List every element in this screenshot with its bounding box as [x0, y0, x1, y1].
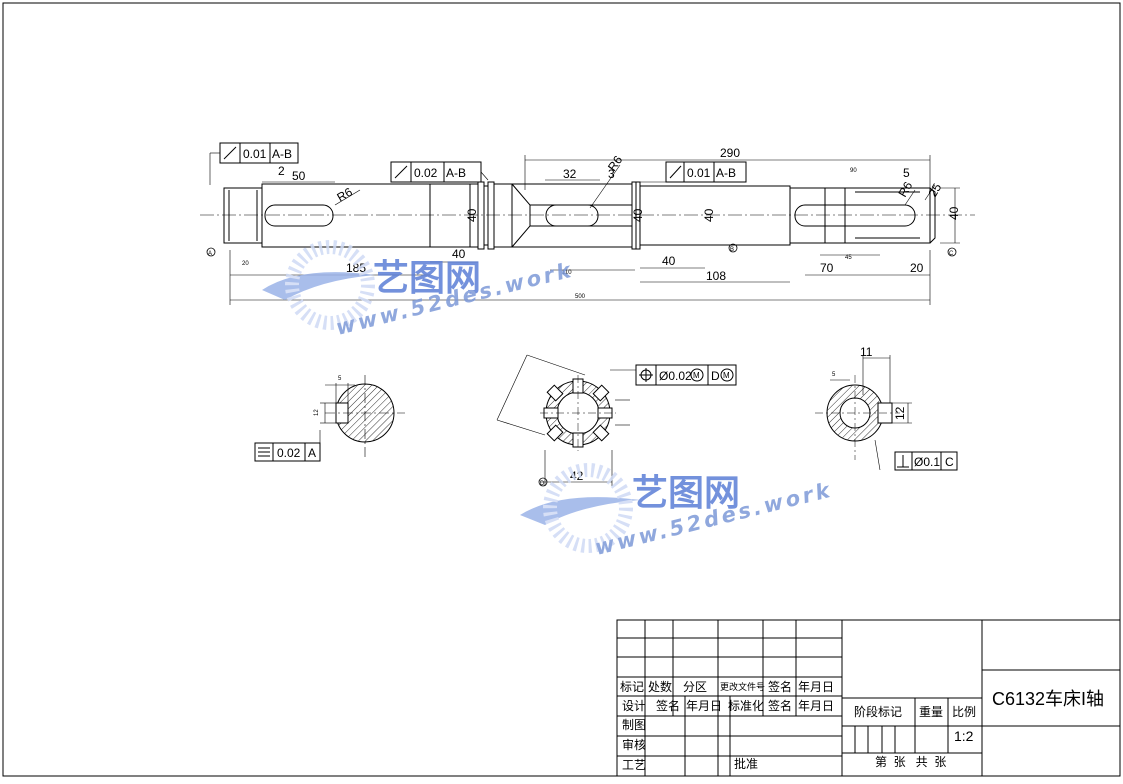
tb-zone: 分区: [683, 680, 707, 694]
tb-count: 处数: [648, 679, 672, 694]
dim-40-right: 40: [947, 206, 961, 220]
tb-check: 审核: [622, 737, 646, 752]
dim-110: 110: [562, 270, 572, 276]
tb-weight: 重量: [919, 705, 943, 719]
dim-290: 290: [720, 146, 740, 160]
fcf-4: 0.02 A: [254, 442, 321, 462]
fcf-2: 0.02 A-B: [390, 161, 489, 183]
tb-date: 年月日: [798, 680, 834, 694]
tb-stage-mark: 阶段标记: [854, 704, 902, 719]
dim-2: 2: [278, 164, 285, 178]
fcf-3-tolerance: 0.01: [687, 166, 711, 180]
sec-right-dim-11: 11: [860, 345, 873, 359]
dim-32: 32: [563, 167, 577, 181]
sec-right-dim-12: 12: [893, 406, 907, 420]
fcf-5-mod1: M: [693, 371, 700, 380]
dim-185: 185: [346, 261, 366, 275]
title-block: [616, 619, 1121, 777]
tb-scale-label: 比例: [952, 705, 976, 719]
sec-right-dim-5: 5: [832, 372, 836, 378]
tb-date-3: 年月日: [798, 699, 834, 713]
watermark-1-logo: 艺图网: [373, 258, 481, 299]
tb-draw: 制图: [622, 718, 646, 732]
fcf-5-datum: D: [711, 369, 720, 383]
section-view-right: [815, 355, 912, 471]
fcf-1-tolerance: 0.01: [243, 147, 267, 161]
dim-3: 3: [608, 167, 615, 181]
fcf-6-datum: C: [945, 455, 954, 469]
tb-change-doc: 更改文件号: [720, 681, 765, 692]
dim-40-mid: 40: [662, 254, 676, 268]
tb-sheet-info: 第 张 共 张: [875, 755, 946, 769]
shaft-main-view: [200, 181, 975, 250]
watermark-1: 艺图网 www.52des.work: [262, 240, 576, 340]
tb-approve: 批准: [734, 756, 758, 771]
fcf-1: 0.01 A-B: [209, 142, 299, 185]
tb-title: C6132车床I轴: [992, 689, 1104, 709]
fcf-3: 0.01 A-B: [665, 161, 747, 183]
tb-date-2: 年月日: [686, 699, 722, 713]
dim-20-small: 20: [242, 261, 249, 267]
dim-40-c: 40: [702, 208, 716, 222]
dim-r6-a: R6: [335, 185, 356, 205]
sec-left-dim-5: 5: [338, 376, 342, 382]
watermark-2: 艺图网 www.52des.work: [520, 463, 835, 560]
dim-40-a: 40: [465, 208, 479, 222]
dim-108: 108: [706, 269, 726, 283]
tb-standard: 标准化: [728, 699, 764, 713]
datum-d-label: D: [540, 481, 545, 487]
fcf-2-datum: A-B: [446, 166, 466, 180]
tb-sign: 签名: [768, 679, 792, 694]
dim-45: 45: [845, 255, 852, 261]
fcf-5: Ø0.02 M D M: [635, 364, 737, 386]
dim-40-d: 40: [452, 247, 466, 261]
fcf-4-tolerance: 0.02: [277, 446, 301, 460]
dim-90: 90: [850, 168, 857, 174]
fcf-6-tolerance: Ø0.1: [914, 455, 940, 469]
dim-20: 20: [910, 261, 924, 275]
main-view-dimension-lines: [229, 155, 960, 305]
dim-5: 5: [903, 166, 910, 180]
fcf-4-datum: A: [308, 446, 316, 460]
watermark-2-logo: 艺图网: [632, 473, 740, 514]
tb-mark: 标记: [620, 680, 644, 694]
dim-25: 25: [925, 181, 944, 200]
sec-left-dim-12: 12: [314, 409, 320, 416]
title-block-text: 标记 处数 分区 更改文件号 签名 年月日 设计 签名 年月日 标准化 签名 年…: [620, 679, 1104, 772]
datum-a-label: A: [208, 251, 212, 257]
fcf-6: Ø0.1 C: [894, 451, 958, 471]
datum-b-label: B: [730, 247, 734, 253]
datum-c-label: C: [949, 251, 954, 257]
tb-scale: 1:2: [954, 728, 974, 744]
fcf-5-tolerance: Ø0.02: [659, 369, 692, 383]
tb-design: 设计: [622, 699, 646, 713]
fcf-2-tolerance: 0.02: [414, 166, 438, 180]
fcf-1-datum: A-B: [272, 147, 292, 161]
dim-r6-c: R6: [895, 179, 915, 200]
dim-70: 70: [820, 261, 834, 275]
dim-50: 50: [292, 169, 306, 183]
tb-sign-3: 签名: [768, 698, 792, 713]
spline-section-view: [496, 354, 636, 486]
dim-40-b: 40: [631, 208, 645, 222]
tb-sign-2: 签名: [656, 698, 680, 713]
fcf-5-mod2: M: [723, 371, 730, 380]
fcf-3-datum: A-B: [716, 166, 736, 180]
dim-500: 500: [575, 294, 586, 300]
section-view-left: [319, 375, 405, 460]
tb-standard-text: 标准化: [728, 699, 764, 713]
tb-process: 工艺: [622, 758, 646, 772]
